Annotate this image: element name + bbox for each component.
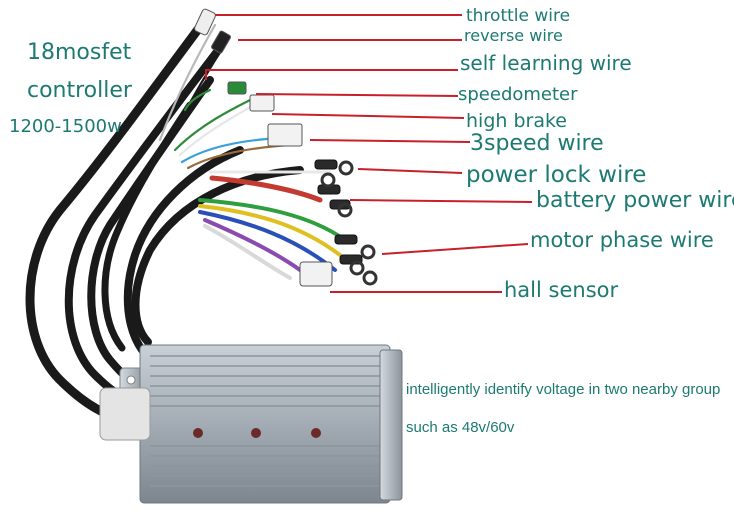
label-power-lock-wire: power lock wire <box>466 162 647 188</box>
label-throttle-wire: throttle wire <box>466 6 571 26</box>
title-line-power: 1200-1500w <box>9 116 122 137</box>
title-line-controller: controller <box>27 78 132 103</box>
label-motor-phase-wire: motor phase wire <box>530 228 714 252</box>
label-battery-power-wire: battery power wire <box>536 188 734 213</box>
pointer-lines <box>205 14 533 293</box>
label-self-learning-wire: self learning wire <box>460 51 632 75</box>
controller-housing <box>99 344 403 504</box>
label-reverse-wire: reverse wire <box>464 26 563 45</box>
label-3speed-wire: 3speed wire <box>470 131 604 156</box>
label-high-brake: high brake <box>466 110 567 132</box>
label-hall-sensor: hall sensor <box>504 278 619 302</box>
note-voltage-identification: intelligently identify voltage in two ne… <box>406 381 721 398</box>
ring-terminals <box>314 159 378 286</box>
heat-sink-fins <box>150 355 380 487</box>
title-line-mosfet: 18mosfet <box>27 40 132 65</box>
label-speedometer: speedometer <box>458 84 578 105</box>
wire-connectors <box>194 8 333 287</box>
note-voltage-example: such as 48v/60v <box>406 419 515 436</box>
phase-wires <box>198 170 347 280</box>
